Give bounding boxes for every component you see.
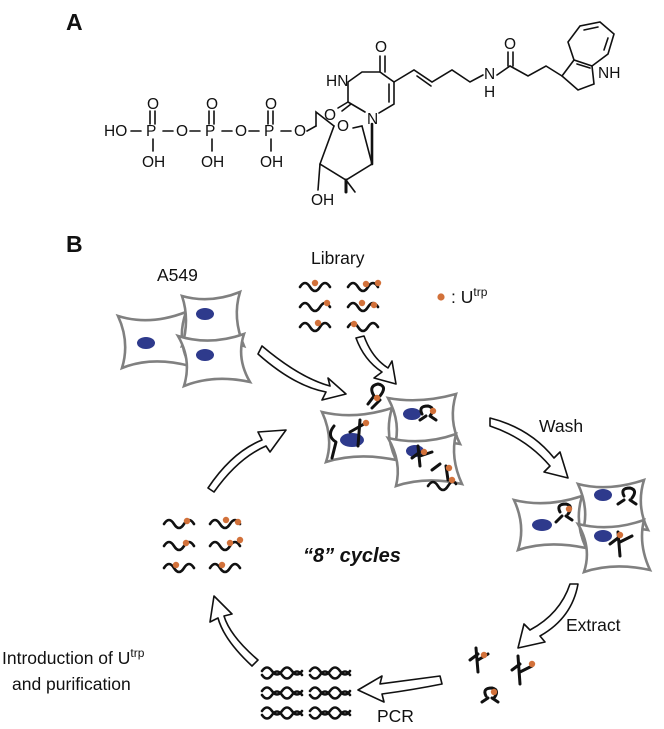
cell-a549-3	[175, 331, 253, 389]
duplex-strand	[260, 666, 304, 676]
atom-h-amide: H	[484, 84, 495, 101]
arrow-introduction	[209, 595, 259, 667]
library-strands	[298, 279, 382, 333]
legend-superscript: trp	[473, 285, 487, 299]
library-label: Library	[311, 248, 365, 268]
atom-p3: P	[264, 123, 274, 140]
atom-nh-indole: NH	[598, 65, 620, 82]
duplex-strand	[260, 690, 304, 700]
arrow-wash	[489, 417, 569, 479]
atom-p1: P	[146, 123, 156, 140]
aptamer	[329, 424, 338, 460]
library-strand	[298, 321, 332, 333]
duplex-strand	[308, 690, 352, 700]
atom-o-c4: O	[375, 39, 387, 56]
atom-oh-bottom2: OH	[201, 154, 224, 171]
pcr-products	[260, 666, 352, 720]
target-cells-with-library	[319, 382, 465, 492]
duplex-strand	[308, 686, 352, 696]
atom-o-bridge1: O	[176, 123, 188, 140]
nucleus-washed-1	[532, 519, 552, 531]
duplex-strand	[308, 710, 352, 720]
cycles-label: “8” cycles	[303, 545, 401, 567]
purification-label: and purification	[12, 674, 131, 694]
arrow-pcr	[357, 675, 443, 703]
legend: : Utrp	[437, 285, 488, 307]
atom-ho: HO	[104, 123, 127, 140]
duplex-strand	[260, 686, 304, 696]
cell-center-2	[385, 392, 463, 451]
modified-strand	[162, 540, 196, 552]
atom-o-sugar: O	[337, 118, 349, 135]
wash-label: Wash	[539, 416, 583, 436]
cell-a549-2	[179, 289, 247, 349]
cell-line-label: A549	[157, 265, 198, 285]
duplex-strand	[308, 706, 352, 716]
duplex-strand	[260, 706, 304, 716]
extract-label: Extract	[566, 615, 621, 635]
legend-dot	[437, 293, 445, 301]
arrow-library-to-binding	[355, 335, 397, 385]
nucleus-a549-1	[137, 337, 155, 349]
aptamer	[616, 486, 638, 506]
cycle-arrows	[207, 335, 579, 703]
atom-o-amide: O	[504, 36, 516, 53]
nucleus-a549-2	[196, 308, 214, 320]
atom-hn: HN	[326, 73, 348, 90]
atom-n1: N	[367, 111, 378, 128]
atom-o-bridge2: O	[235, 123, 247, 140]
extracted-aptamers	[468, 646, 536, 704]
aptamer	[468, 646, 490, 674]
washed-cells	[511, 477, 653, 575]
duplex-strand	[308, 666, 352, 676]
cell-washed-3	[575, 517, 653, 575]
atom-o-c2: O	[324, 107, 336, 124]
nucleus-washed-3	[594, 530, 612, 542]
nucleus-center-1	[340, 433, 364, 447]
modified-strand	[208, 518, 242, 530]
modified-strand	[208, 562, 242, 574]
arrow-back-to-binding	[207, 429, 287, 493]
nucleus-center-2	[403, 408, 421, 420]
cell-center-3	[385, 431, 465, 488]
modified-strand	[162, 562, 196, 574]
modified-strand	[208, 540, 242, 552]
aptamer	[366, 382, 385, 410]
atom-nh-amide: N	[484, 66, 495, 83]
atom-o-top2: O	[206, 96, 218, 113]
atom-o-top1: O	[147, 96, 159, 113]
atom-o-bridge3: O	[294, 123, 306, 140]
library-strand	[346, 281, 380, 293]
atom-oh-bottom1: OH	[142, 154, 165, 171]
panel-b-label: B	[66, 231, 83, 257]
legend-label: : Utrp	[451, 285, 488, 307]
duplex-strand	[308, 670, 352, 680]
library-strand	[298, 281, 332, 293]
atom-oh-bottom3: OH	[260, 154, 283, 171]
panel-a-label: A	[66, 9, 83, 35]
atom-p2: P	[205, 123, 215, 140]
atom-o-top3: O	[265, 96, 277, 113]
arrow-cells-to-binding	[257, 345, 347, 401]
chemical-structure: HO P O P O P O O O O OH OH OH O OH N O H…	[104, 21, 620, 209]
nucleus-a549-3	[196, 349, 214, 361]
a549-cells	[115, 289, 253, 389]
nucleus-washed-2	[594, 489, 612, 501]
aptamer	[348, 418, 366, 448]
arrow-extract	[517, 583, 579, 649]
atom-oh-sugar: OH	[311, 192, 334, 209]
duplex-strand	[260, 670, 304, 680]
introduction-label: Introduction of Utrp	[2, 646, 145, 668]
introduction-superscript: trp	[130, 646, 144, 660]
pcr-label: PCR	[377, 706, 414, 726]
aptamer	[510, 654, 534, 686]
modified-strands	[162, 516, 244, 574]
duplex-strand	[260, 710, 304, 720]
